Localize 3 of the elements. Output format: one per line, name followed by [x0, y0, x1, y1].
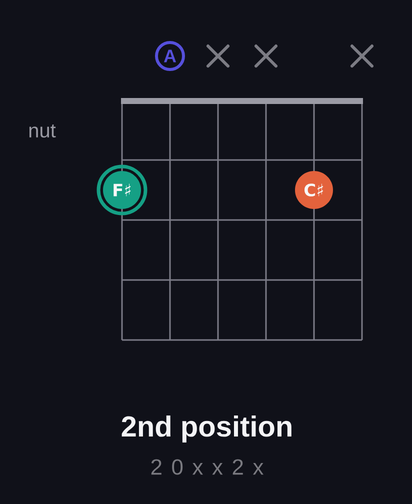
string-fret-notation: 2 0 x x 2 x [151, 459, 264, 475]
title: 2nd position [122, 415, 292, 443]
nut-label: nut [29, 124, 56, 138]
